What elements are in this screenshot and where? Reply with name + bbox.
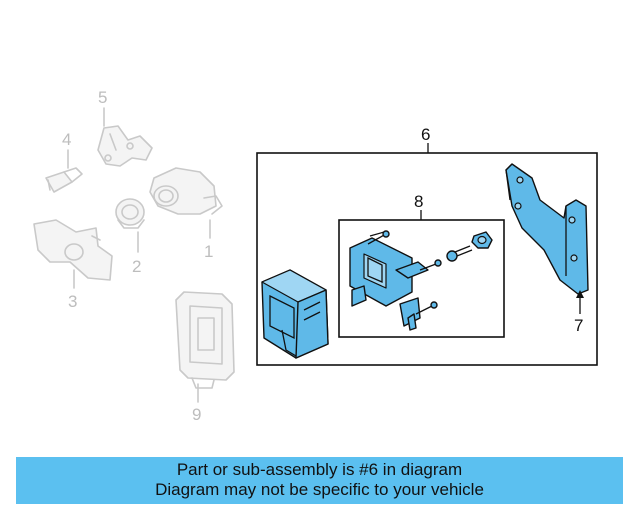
callout-5[interactable]: 5: [98, 88, 107, 107]
assembly-6-box: [256, 152, 598, 366]
part-8-nut[interactable]: [471, 231, 493, 249]
callout-4[interactable]: 4: [62, 130, 71, 149]
callout-8[interactable]: 8: [414, 192, 423, 211]
part-3-holder[interactable]: [33, 219, 113, 281]
callout-6[interactable]: 6: [421, 125, 430, 144]
part-5-bracket[interactable]: [97, 125, 153, 167]
callout-1[interactable]: 1: [204, 242, 213, 261]
part-8-sensor-bracket[interactable]: [349, 230, 442, 331]
part-7-bracket[interactable]: [505, 163, 589, 295]
part-1-parking-sensor[interactable]: [149, 167, 223, 215]
part-9-module[interactable]: [175, 291, 235, 389]
banner-line-1: Part or sub-assembly is #6 in diagram: [176, 460, 463, 479]
part-4-sensor[interactable]: [45, 167, 83, 193]
leader-7-arrow: [576, 290, 584, 298]
callout-7[interactable]: 7: [574, 316, 583, 335]
part-control-module[interactable]: [261, 269, 329, 359]
banner-line-2: Diagram may not be specific to your vehi…: [155, 480, 484, 499]
callout-3[interactable]: 3: [68, 292, 77, 311]
callout-2[interactable]: 2: [132, 257, 141, 276]
callout-9[interactable]: 9: [192, 405, 201, 424]
part-8-bolt[interactable]: [446, 245, 473, 262]
info-banner: Part or sub-assembly is #6 in diagram Di…: [16, 457, 623, 504]
part-2-grommet[interactable]: [115, 198, 145, 229]
